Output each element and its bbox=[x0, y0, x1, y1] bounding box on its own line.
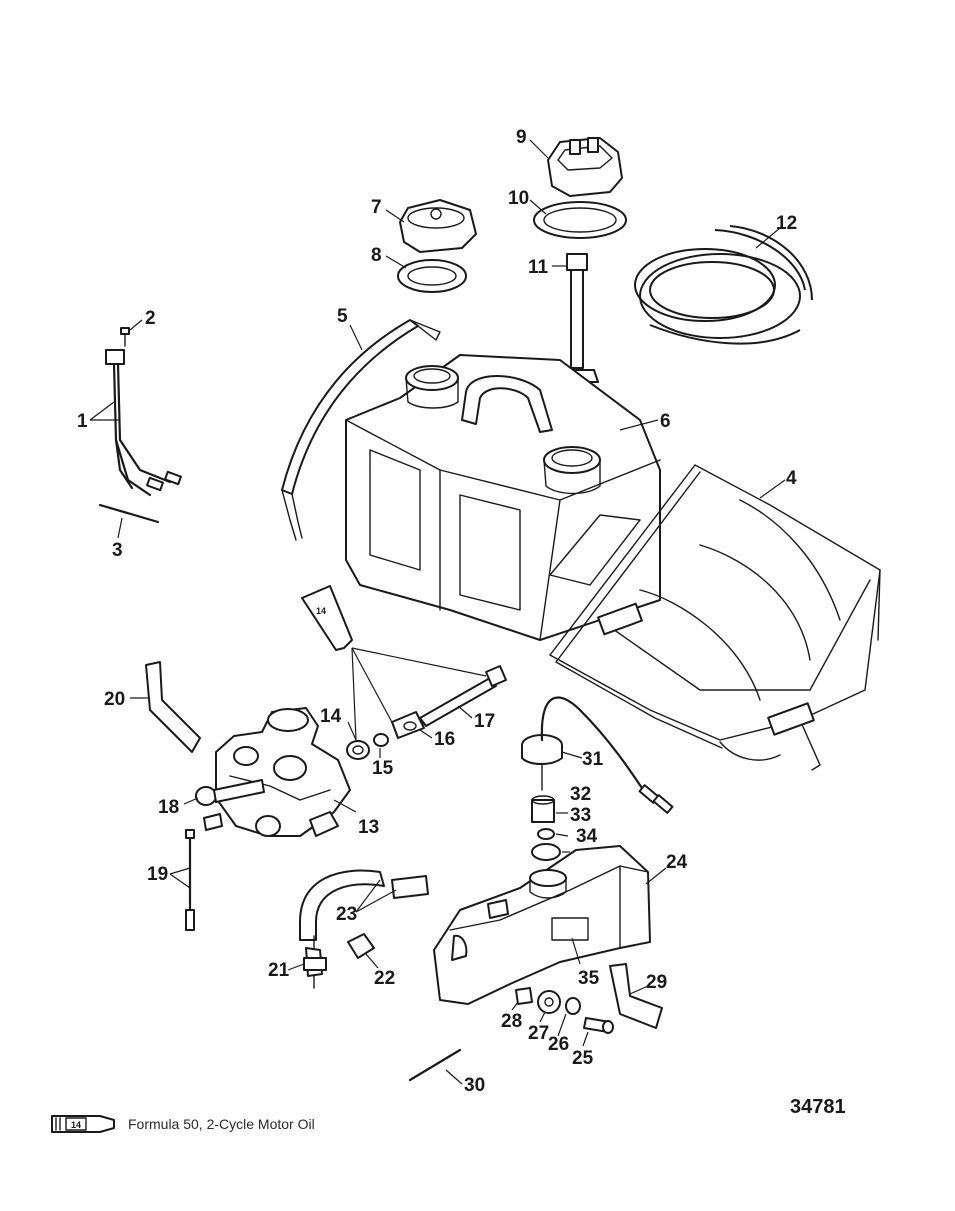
part-20-hose bbox=[145, 661, 201, 753]
part-9-sender-cap bbox=[547, 137, 623, 197]
callout-35: 35 bbox=[578, 968, 600, 989]
part-14-seal bbox=[346, 740, 370, 760]
tube-label: 14 bbox=[316, 606, 326, 616]
callout-17: 17 bbox=[474, 711, 495, 732]
callout-9: 9 bbox=[516, 127, 527, 148]
callout-8: 8 bbox=[371, 245, 382, 266]
part-31-sender bbox=[521, 696, 674, 814]
callout-22: 22 bbox=[374, 968, 395, 989]
part-21-fitting bbox=[303, 935, 327, 989]
callout-23: 23 bbox=[336, 904, 357, 925]
callout-33: 33 bbox=[570, 805, 591, 826]
callout-14: 14 bbox=[320, 706, 342, 727]
part-5-tank-strap bbox=[281, 319, 441, 541]
part-17-shaft bbox=[419, 665, 507, 727]
callout-19: 19 bbox=[147, 864, 168, 885]
callout-7: 7 bbox=[371, 197, 382, 218]
part-19-connector bbox=[185, 829, 195, 931]
callout-2: 2 bbox=[145, 308, 156, 329]
part-15-o-ring bbox=[373, 733, 389, 747]
callout-3: 3 bbox=[112, 540, 123, 561]
callout-31: 31 bbox=[582, 749, 604, 770]
callout-11: 11 bbox=[528, 257, 549, 278]
legend-reference: 14 bbox=[71, 1120, 81, 1130]
part-22-cap bbox=[347, 933, 375, 959]
part-29-hose bbox=[609, 963, 663, 1029]
callout-30: 30 bbox=[464, 1075, 485, 1096]
callout-12: 12 bbox=[776, 213, 797, 234]
callout-24: 24 bbox=[666, 852, 688, 873]
callout-25: 25 bbox=[572, 1048, 594, 1069]
part-24-oil-reservoir bbox=[433, 845, 651, 1005]
part-26-washer bbox=[565, 997, 581, 1015]
callout-27: 27 bbox=[528, 1023, 549, 1044]
callout-10: 10 bbox=[508, 188, 529, 209]
callout-26: 26 bbox=[548, 1034, 569, 1055]
part-16-bushing bbox=[391, 711, 425, 739]
callout-5: 5 bbox=[337, 306, 348, 327]
part-6-oil-tank bbox=[345, 354, 661, 641]
callout-16: 16 bbox=[434, 729, 455, 750]
legend-text: Formula 50, 2-Cycle Motor Oil bbox=[128, 1116, 315, 1132]
part-32-spacer bbox=[531, 795, 555, 823]
callout-15: 15 bbox=[372, 758, 394, 779]
part-4-tank-tray bbox=[549, 464, 881, 771]
part-7-fill-cap bbox=[399, 199, 477, 253]
part-1-wire-harness bbox=[105, 349, 182, 497]
callout-1: 1 bbox=[77, 411, 88, 432]
callout-21: 21 bbox=[268, 960, 290, 981]
part-30-pin bbox=[408, 1048, 462, 1082]
part-12-hose-coil bbox=[634, 225, 813, 345]
part-18-screw bbox=[195, 779, 265, 806]
part-33-washer bbox=[537, 828, 555, 840]
part-8-gasket bbox=[397, 259, 467, 293]
part-34-o-ring bbox=[531, 843, 561, 861]
part-25-screw bbox=[583, 1017, 614, 1034]
part-23-hoses bbox=[299, 869, 429, 941]
callout-29: 29 bbox=[646, 972, 667, 993]
lubricant-tube-14: 14 bbox=[301, 585, 353, 651]
callout-20: 20 bbox=[104, 689, 125, 710]
callout-4: 4 bbox=[786, 468, 797, 489]
part-3-pin bbox=[98, 503, 160, 524]
callout-32: 32 bbox=[570, 784, 591, 805]
callout-13: 13 bbox=[358, 817, 379, 838]
legend: 14 Formula 50, 2-Cycle Motor Oil bbox=[51, 1115, 315, 1133]
figure-number: 34781 bbox=[790, 1096, 846, 1118]
callout-18: 18 bbox=[158, 797, 179, 818]
part-2-screw bbox=[120, 327, 130, 347]
callout-28: 28 bbox=[501, 1011, 522, 1032]
part-27-grommet bbox=[537, 990, 561, 1014]
leader-lines bbox=[89, 139, 786, 1085]
part-13-oil-pump bbox=[203, 707, 351, 837]
callout-labels: 1 2 3 4 5 6 7 8 9 10 11 12 13 14 15 16 1… bbox=[77, 127, 797, 1096]
callout-6: 6 bbox=[660, 411, 671, 432]
callout-34: 34 bbox=[576, 826, 598, 847]
part-28-plug bbox=[515, 987, 533, 1005]
